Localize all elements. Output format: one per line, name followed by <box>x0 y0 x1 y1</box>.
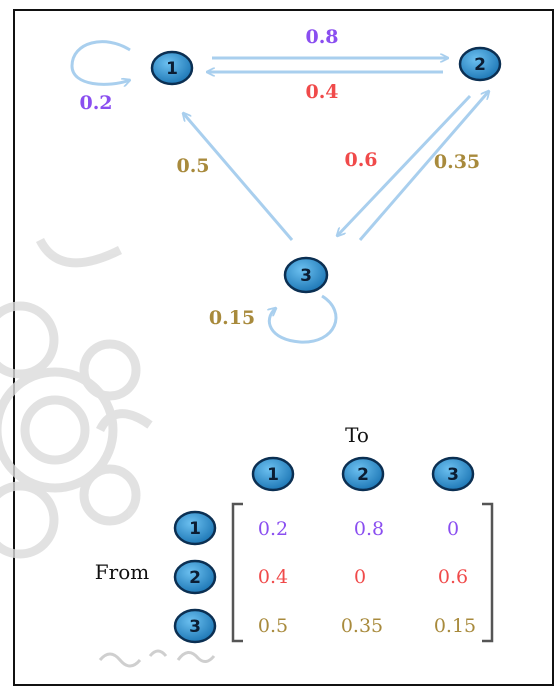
svg-text:2: 2 <box>357 465 369 485</box>
matrix-cell-2-3: 0.6 <box>438 566 468 588</box>
matrix-cell-1-3: 0 <box>447 518 459 540</box>
edge-label-3-3: 0.15 <box>209 307 255 329</box>
edge-3-to-2 <box>358 91 489 241</box>
matrix-cell-3-3: 0.15 <box>434 615 476 637</box>
matrix-cell-2-2: 0 <box>354 566 366 588</box>
matrix-row-header-3: 3 <box>173 608 217 644</box>
matrix-cell-2-1: 0.4 <box>258 566 288 588</box>
edge-label-2-3: 0.6 <box>344 149 377 171</box>
graph-node-3-label: 3 <box>300 266 312 286</box>
graph-node-2-label: 2 <box>474 55 486 75</box>
watermark-ornament <box>0 237 153 559</box>
edge-label-1-1: 0.2 <box>79 92 112 114</box>
matrix-row-header-2: 2 <box>173 559 217 595</box>
matrix-col-header-3: 3 <box>431 456 475 492</box>
svg-text:1: 1 <box>189 519 201 539</box>
edge-3-to-1 <box>183 113 294 241</box>
watermark-signature <box>98 649 216 668</box>
svg-text:3: 3 <box>447 465 459 485</box>
matrix-row-header-1: 1 <box>173 510 217 546</box>
edge-1-to-1 <box>70 40 130 85</box>
edge-label-3-1: 0.5 <box>176 155 209 177</box>
matrix-to-label: To <box>345 423 369 447</box>
matrix-col-header-2: 2 <box>341 456 385 492</box>
edge-label-3-2: 0.35 <box>434 151 480 173</box>
graph-node-2: 2 <box>458 46 502 82</box>
matrix-from-label: From <box>95 560 149 584</box>
matrix-col-header-1: 1 <box>251 456 295 492</box>
graph-node-1: 1 <box>150 50 194 86</box>
graph-node-1-label: 1 <box>166 59 178 79</box>
matrix-cell-1-2: 0.8 <box>354 518 384 540</box>
svg-text:1: 1 <box>267 465 279 485</box>
edge-label-2-1: 0.4 <box>305 81 338 103</box>
matrix-left-bracket <box>231 502 243 643</box>
edge-3-to-3 <box>269 294 338 344</box>
edge-2-to-3 <box>337 94 472 236</box>
matrix-cell-3-2: 0.35 <box>341 615 383 637</box>
graph-node-3: 3 <box>283 256 329 294</box>
svg-text:2: 2 <box>189 568 201 588</box>
svg-text:3: 3 <box>189 617 201 637</box>
matrix-cell-3-1: 0.5 <box>258 615 288 637</box>
edge-label-1-2: 0.8 <box>305 26 338 48</box>
matrix-right-bracket <box>482 502 494 643</box>
matrix-cell-1-1: 0.2 <box>258 518 288 540</box>
